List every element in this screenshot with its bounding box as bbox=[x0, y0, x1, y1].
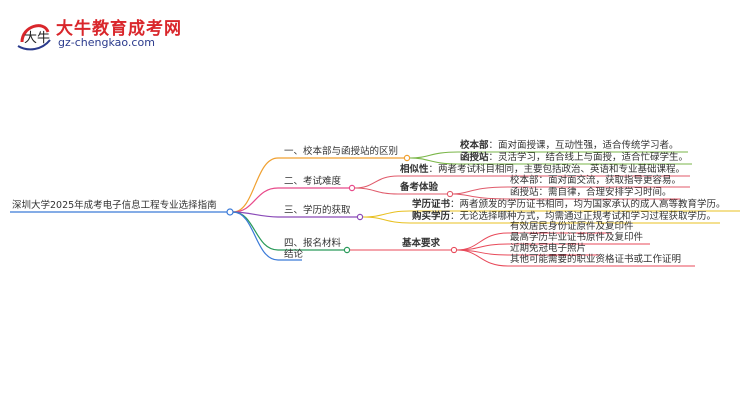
root-label[interactable]: 深圳大学2025年成考电子信息工程专业选择指南 bbox=[12, 200, 217, 211]
b1-leaf-2-value: ：灵活学习，结合线上与面授，适合忙碌学生。 bbox=[488, 152, 689, 163]
edge-root-b4 bbox=[232, 211, 279, 251]
b2-leaf-1-value: ：两者考试科目相同，主要包括政治、英语和专业基础课程。 bbox=[428, 164, 686, 175]
edge-b2-s1 bbox=[452, 186, 509, 195]
b3-leaf-1[interactable]: 学历证书：两者颁发的学历证书相同，均为国家承认的成人高等教育学历。 bbox=[412, 199, 726, 210]
branch-3-label[interactable]: 三、学历的获取 bbox=[284, 205, 351, 216]
branch-2-label[interactable]: 二、考试难度 bbox=[284, 176, 342, 187]
b4-item-3[interactable]: 近期免冠电子照片 bbox=[510, 243, 587, 254]
b4-item-4[interactable]: 其他可能需要的职业资格证书或工作证明 bbox=[510, 254, 682, 265]
logo-mark-icon: 大牛 bbox=[17, 24, 51, 51]
b1-node-dot bbox=[403, 154, 411, 162]
edge-b2-l2 bbox=[354, 187, 399, 195]
b4-l1-node-dot bbox=[450, 246, 458, 254]
b2-leaf-2-key[interactable]: 备考体验 bbox=[400, 182, 439, 193]
b4-leaf-1-key[interactable]: 基本要求 bbox=[402, 238, 441, 249]
b2-l2-node-dot bbox=[446, 190, 454, 198]
edge-b4-i1 bbox=[456, 232, 509, 251]
branch-5-label[interactable]: 结论 bbox=[284, 249, 304, 260]
b1-leaf-2-key: 函授站 bbox=[460, 152, 489, 163]
b3-leaf-1-value: ：两者颁发的学历证书相同，均为国家承认的成人高等教育学历。 bbox=[450, 199, 726, 210]
b2-leaf-1[interactable]: 相似性：两者考试科目相同，主要包括政治、英语和专业基础课程。 bbox=[400, 164, 685, 175]
edge-root-b1 bbox=[232, 157, 279, 213]
b2-leaf-1-key: 相似性 bbox=[400, 164, 429, 175]
b1-leaf-1-key: 校本部 bbox=[460, 140, 489, 151]
edge-root-b5 bbox=[232, 211, 279, 261]
site-logo[interactable]: 大牛 大牛教育成考网 gz-chengkao.com bbox=[14, 12, 234, 56]
b1-leaf-1[interactable]: 校本部：面对面授课，互动性强，适合传统学习者。 bbox=[460, 140, 679, 151]
b4-item-2[interactable]: 最高学历毕业证书原件及复印件 bbox=[510, 232, 644, 243]
b2-subleaf-2[interactable]: 函授站：需自律，合理安排学习时间。 bbox=[510, 187, 672, 198]
edge-b2-s2 bbox=[452, 193, 509, 200]
b3-leaf-2-key: 购买学历 bbox=[412, 211, 451, 222]
logo-title: 大牛教育成考网 bbox=[56, 19, 182, 39]
b4-item-1[interactable]: 有效居民身份证原件及复印件 bbox=[510, 221, 634, 232]
b4-node-dot bbox=[343, 246, 351, 254]
root-node-dot bbox=[226, 208, 234, 216]
edge-b4-i4 bbox=[456, 249, 509, 267]
edge-b2-l1 bbox=[354, 175, 399, 189]
b3-node-dot bbox=[356, 213, 364, 221]
branch-4-label[interactable]: 四、报名材料 bbox=[284, 238, 342, 249]
b1-leaf-1-value: ：面对面授课，互动性强，适合传统学习者。 bbox=[488, 140, 679, 151]
b3-leaf-2[interactable]: 购买学历：无论选择哪种方式，均需通过正规考试和学习过程获取学历。 bbox=[412, 211, 716, 222]
b3-leaf-2-value: ：无论选择哪种方式，均需通过正规考试和学习过程获取学历。 bbox=[450, 211, 717, 222]
logo-mark-text: 大牛 bbox=[24, 31, 50, 46]
b3-leaf-1-key: 学历证书 bbox=[412, 199, 451, 210]
branch-1-label[interactable]: 一、校本部与函授站的区别 bbox=[284, 146, 399, 157]
edge-b3-l1 bbox=[362, 210, 411, 218]
edge-b3-l2 bbox=[362, 216, 411, 224]
edge-b1-l2 bbox=[409, 157, 459, 165]
edge-b1-l1 bbox=[409, 151, 459, 159]
b1-leaf-2[interactable]: 函授站：灵活学习，结合线上与面授，适合忙碌学生。 bbox=[460, 152, 688, 163]
logo-url: gz-chengkao.com bbox=[58, 36, 155, 49]
b2-node-dot bbox=[348, 184, 356, 192]
edge-root-b2 bbox=[232, 187, 279, 213]
b2-subleaf-1[interactable]: 校本部：面对面交流，获取指导更容易。 bbox=[510, 175, 682, 186]
